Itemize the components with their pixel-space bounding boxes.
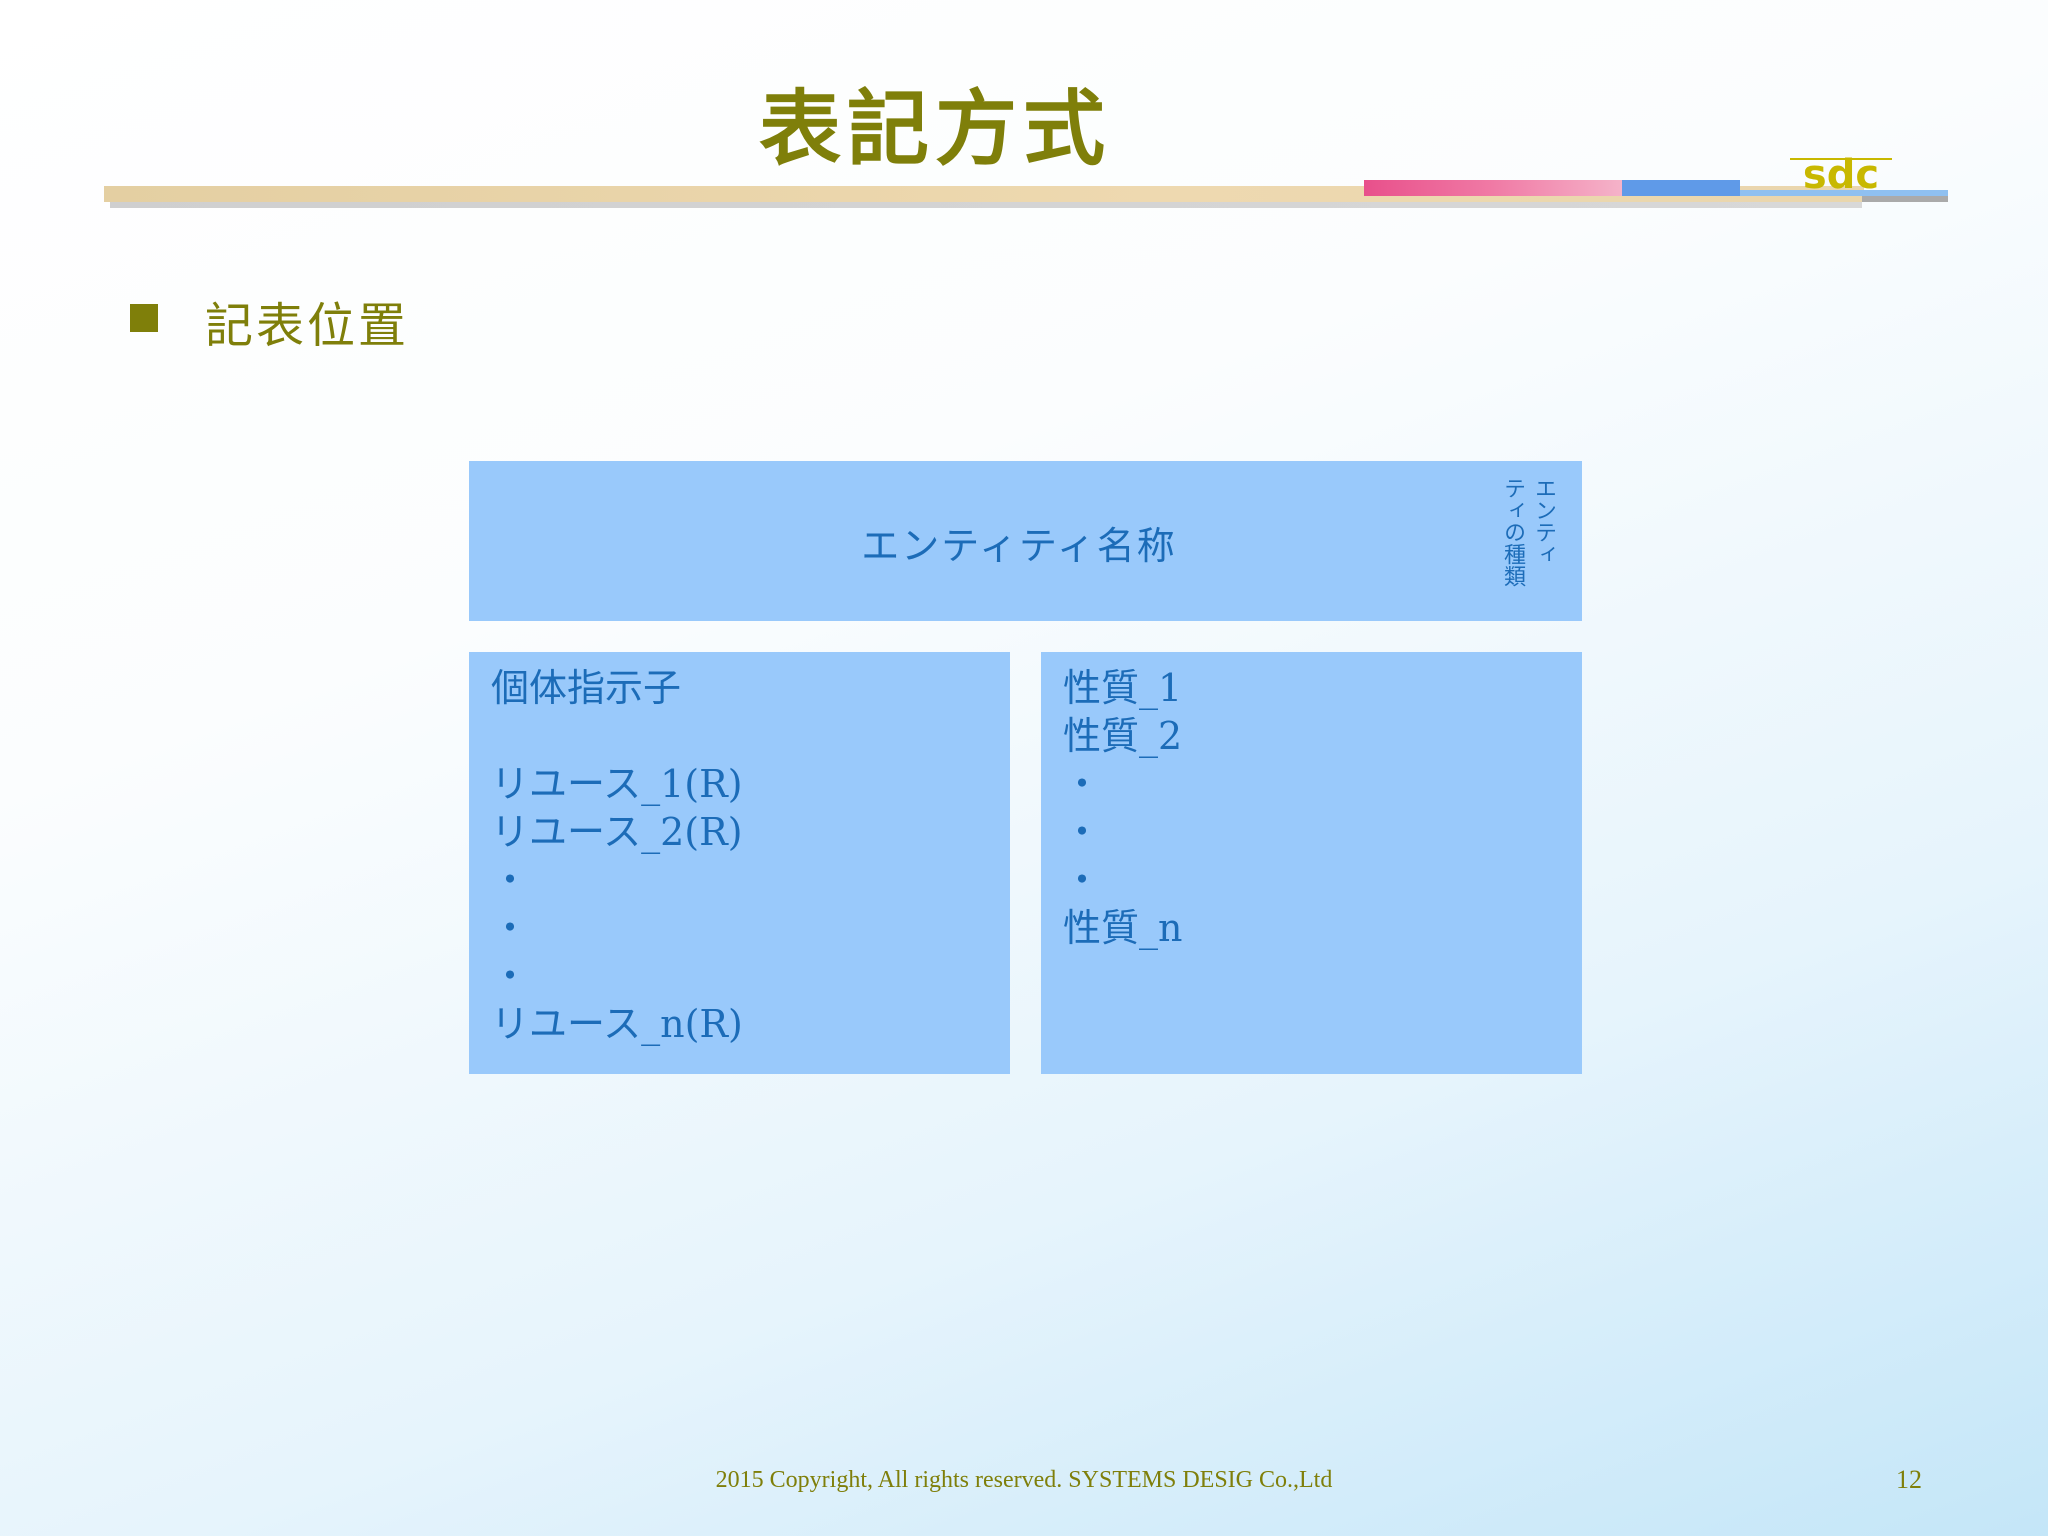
identifier-line: 個体指示子 xyxy=(491,666,682,710)
attribute-line: ・ xyxy=(1063,810,1102,854)
header-bar-shadow xyxy=(110,202,1862,208)
attribute-line: 性質_2 xyxy=(1063,714,1183,758)
identifier-list: 個体指示子 リユース_1(R) リユース_2(R) ・ ・ ・ リユース_n(R… xyxy=(491,664,743,1048)
header-stripe-pink xyxy=(1364,180,1622,196)
entity-header-box: エンティティ名称 エンティ ティの種類 xyxy=(469,461,1582,621)
identifier-line: リユース_2(R) xyxy=(491,810,743,854)
attribute-box: 性質_1 性質_2 ・ ・ ・ 性質_n xyxy=(1041,652,1582,1074)
bullet-square-icon xyxy=(130,304,158,332)
identifier-line: リユース_1(R) xyxy=(491,762,743,806)
identifier-box: 個体指示子 リユース_1(R) リユース_2(R) ・ ・ ・ リユース_n(R… xyxy=(469,652,1010,1074)
attribute-line: 性質_n xyxy=(1063,906,1183,950)
attribute-line: ・ xyxy=(1063,762,1102,806)
identifier-line: リユース_n(R) xyxy=(491,1002,743,1046)
page-number: 12 xyxy=(1896,1465,1922,1494)
header-stripe-blue xyxy=(1622,180,1740,196)
attribute-list: 性質_1 性質_2 ・ ・ ・ 性質_n xyxy=(1063,664,1182,952)
bullet-heading: 記表位置 xyxy=(205,298,410,354)
attribute-line: ・ xyxy=(1063,858,1102,902)
entity-type-label-col1: エンティ xyxy=(1531,477,1556,565)
entity-type-label-col2: ティの種類 xyxy=(1500,477,1525,587)
identifier-line xyxy=(491,712,743,760)
identifier-line: ・ xyxy=(491,954,530,998)
identifier-line: ・ xyxy=(491,906,530,950)
entity-name-label: エンティティ名称 xyxy=(861,524,1177,568)
header-stripe-lightblue xyxy=(1740,190,1948,196)
logo-text: sdc xyxy=(1803,152,1879,192)
sdc-logo: sdc xyxy=(1790,152,1892,192)
identifier-line: ・ xyxy=(491,858,530,902)
header-stripe-grey xyxy=(1862,196,1948,202)
slide-title: 表記方式 xyxy=(758,82,1111,177)
attribute-line: 性質_1 xyxy=(1063,666,1183,710)
footer-copyright: 2015 Copyright, All rights reserved. SYS… xyxy=(715,1467,1333,1493)
